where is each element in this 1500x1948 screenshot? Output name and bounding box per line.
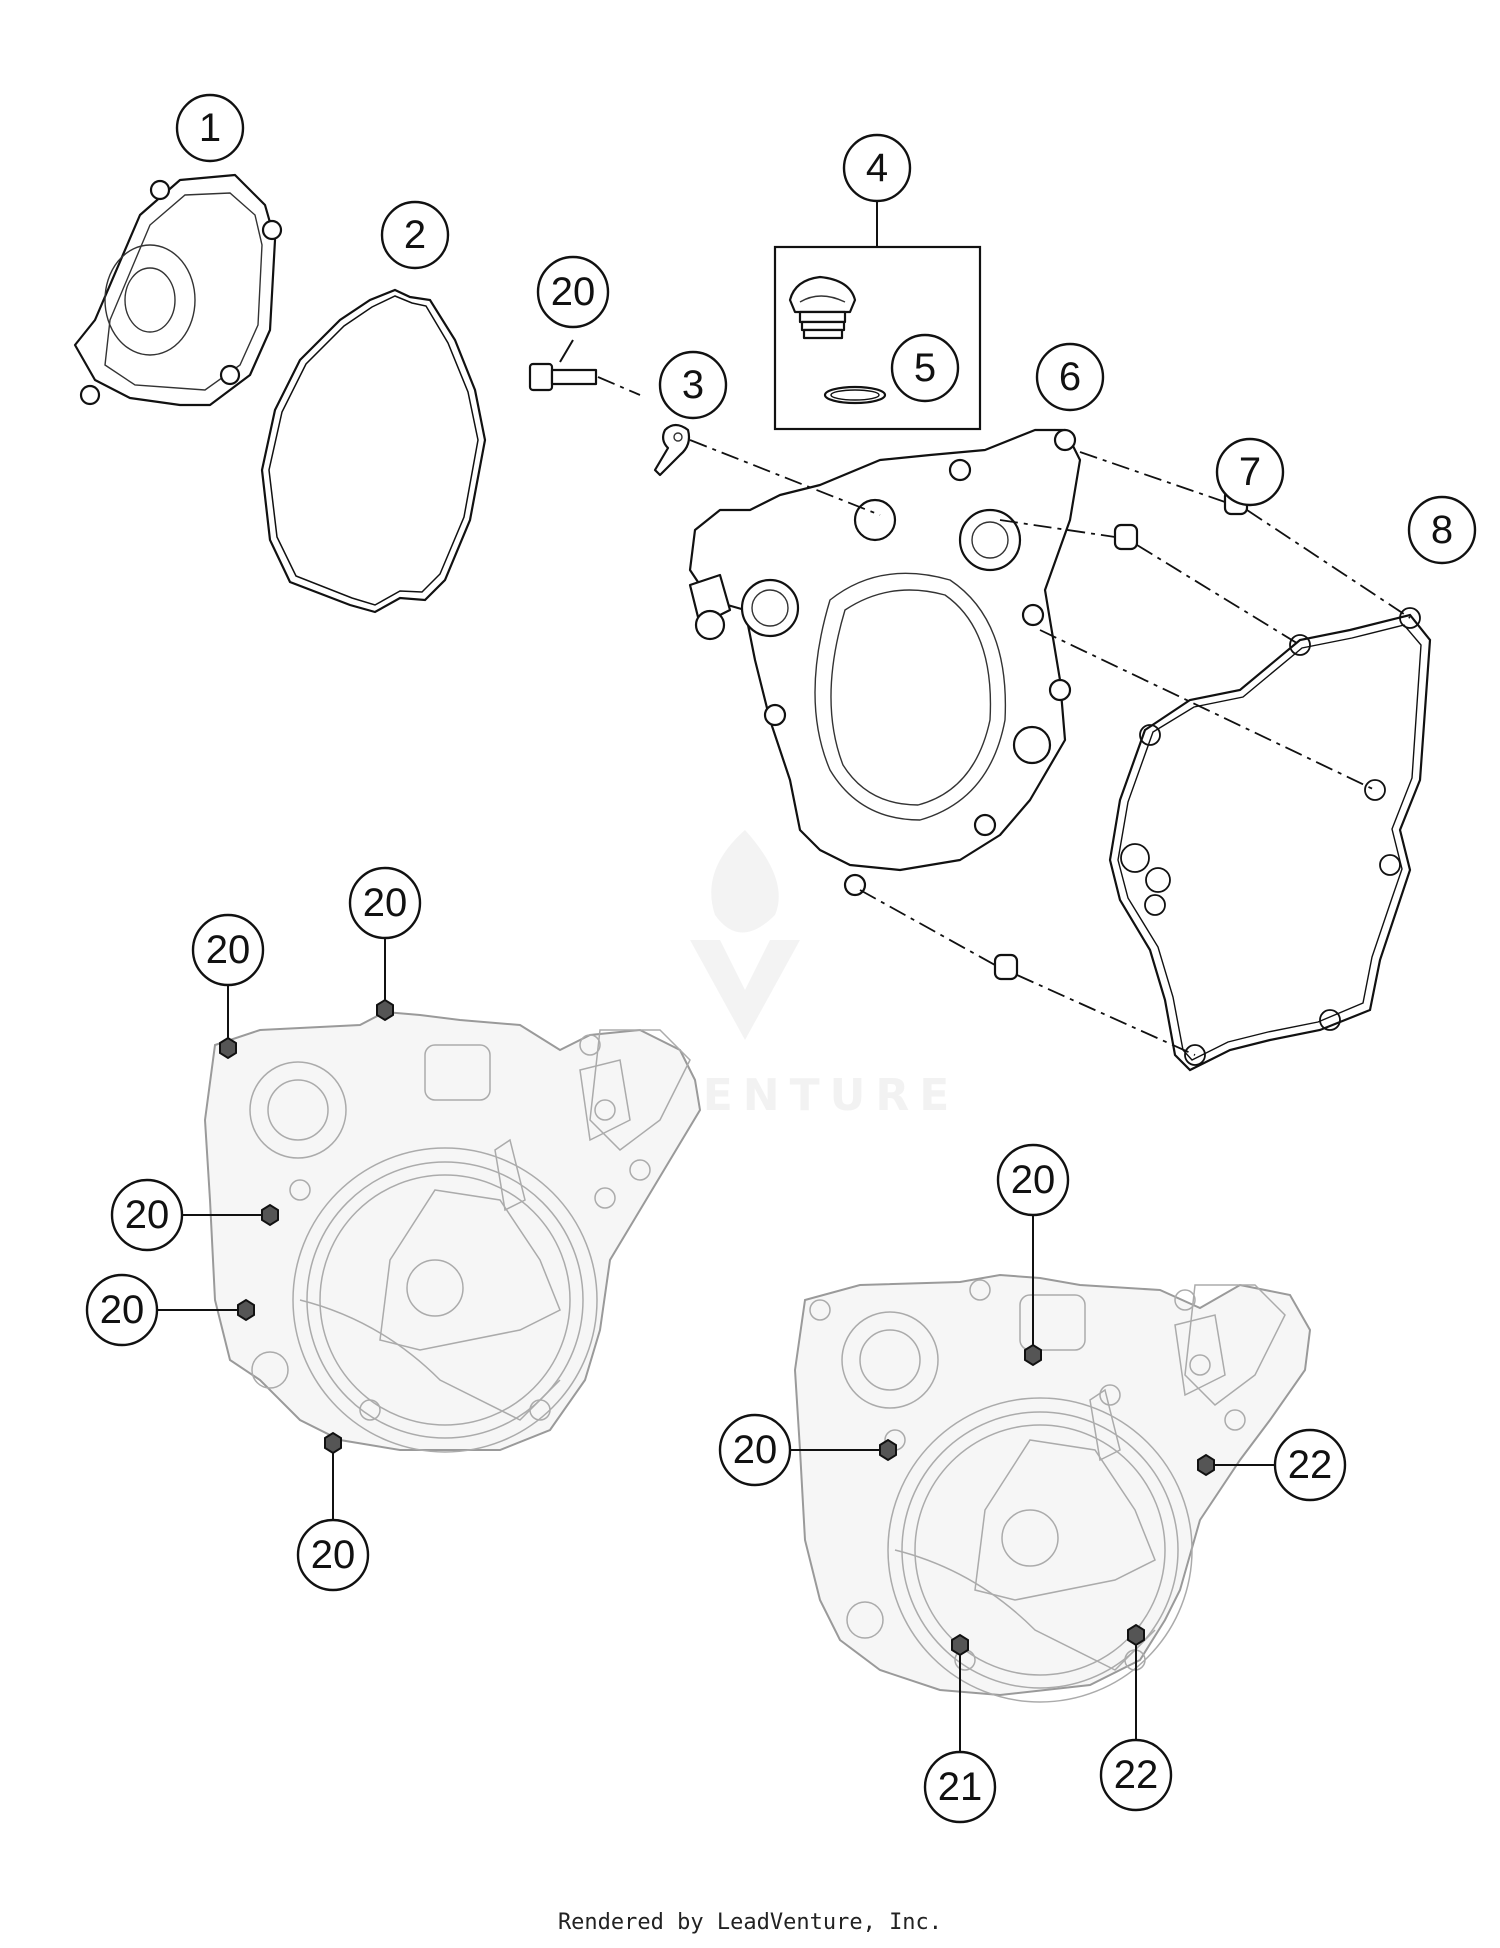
callout-8-label: 8 [1431,508,1453,552]
callout-22-right: 22 [1273,1428,1347,1502]
part-4-filler-cap[interactable] [788,275,857,340]
callout-20-left-top-label: 20 [206,928,251,972]
callout-20-right-left: 20 [718,1413,792,1487]
callout-20-left-mid: 20 [110,1178,184,1252]
callout-20-left-mid-label: 20 [125,1193,170,1237]
callout-3-label: 3 [682,363,704,407]
callout-8: 8 [1407,495,1477,565]
callout-7-label: 7 [1239,450,1261,494]
footer-credit: Rendered by LeadVenture, Inc. [557,1910,943,1935]
callout-22-right-label: 22 [1288,1443,1333,1487]
part-7-dowel-sleeve[interactable] [993,488,1249,981]
callout-21-label: 21 [938,1765,983,1809]
part-20-bolt-exploded[interactable] [528,362,598,392]
callout-21: 21 [923,1750,997,1824]
callout-20-right-top-label: 20 [1011,1158,1056,1202]
part-5-o-ring[interactable] [823,385,887,405]
callout-2-label: 2 [404,213,426,257]
callout-6-label: 6 [1059,355,1081,399]
assembled-view-left [203,998,702,1455]
callout-4: 4 [842,133,912,203]
callout-20-left-lower-label: 20 [100,1288,145,1332]
callout-20-left-bottom: 20 [296,1518,370,1592]
callout-20-exploded-label: 20 [551,270,596,314]
part-2-gasket-ring[interactable] [260,288,487,614]
callout-20-left-top: 20 [191,913,265,987]
part-6-ignition-cover[interactable] [688,428,1082,897]
callout-20-right-left-label: 20 [733,1428,778,1472]
callout-2: 2 [380,200,450,270]
callout-20-exploded: 20 [536,255,610,329]
callout-20-left-bottom-label: 20 [311,1533,356,1577]
callout-22-bottom: 22 [1099,1738,1173,1812]
part-8-cover-gasket[interactable] [1108,607,1432,1072]
assembly-lines [597,376,1411,1056]
callout-1: 1 [175,93,245,163]
callout-5-label: 5 [914,346,936,390]
callout-20-right-top: 20 [996,1143,1070,1217]
callout-6: 6 [1035,342,1105,412]
callout-3: 3 [658,350,728,420]
callout-5: 5 [890,333,960,403]
callout-20-left-top-right: 20 [348,866,422,940]
callout-20-left-lower: 20 [85,1273,159,1347]
part-1-outer-cover[interactable] [73,173,283,407]
callout-22-bottom-label: 22 [1114,1753,1159,1797]
callout-4-label: 4 [866,146,888,190]
callout-1-label: 1 [199,106,221,150]
assembled-view-right [793,1273,1312,1703]
part-3-clip[interactable] [653,423,691,477]
leader-lines [150,339,1275,1753]
callout-7: 7 [1215,437,1285,507]
part-4-kit-box [773,200,982,431]
callout-20-left-top-right-label: 20 [363,881,408,925]
